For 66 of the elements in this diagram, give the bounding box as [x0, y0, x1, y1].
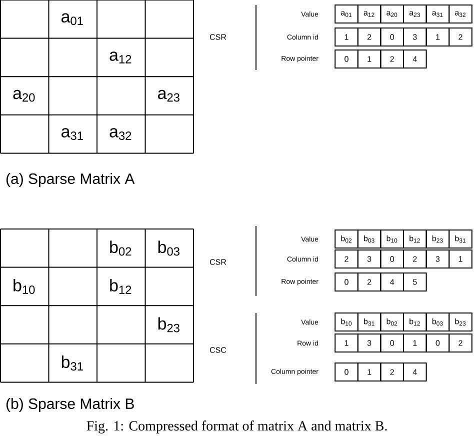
- table-cell: 0: [380, 28, 404, 46]
- table-cell: a$_{12}$: [357, 4, 382, 24]
- matrix-entry: b$_{03}$: [158, 240, 180, 256]
- matrix-entry: b$_{12}$: [110, 279, 132, 294]
- matrix-entry: a$_{32}$: [110, 128, 132, 140]
- format-label: CSR: [210, 259, 226, 265]
- table-cell: a$_{20}$: [380, 4, 404, 24]
- table-cell: 2: [357, 272, 382, 292]
- table-cell: 0: [380, 250, 404, 268]
- table-cell: 2: [380, 50, 404, 68]
- table-cell: 0: [426, 334, 450, 352]
- table-cell: b$_{23}$: [426, 230, 450, 248]
- table-cell: b$_{31}$: [448, 230, 472, 248]
- matrix-entry: a$_{23}$: [158, 90, 180, 102]
- table-cell: 1: [357, 50, 382, 68]
- table-cell: 0: [334, 50, 358, 68]
- table-cell: 1: [357, 362, 382, 382]
- table-cell: b$_{23}$: [448, 312, 472, 332]
- matrix-entry: b$_{31}$: [62, 356, 83, 371]
- matrix-entry: a$_{20}$: [13, 90, 35, 102]
- table-cell: 2: [448, 334, 472, 352]
- table-cell: 4: [403, 362, 427, 382]
- format-label: CSC: [210, 347, 226, 353]
- matrix-entry: a$_{12}$: [110, 52, 132, 64]
- format-label: CSR: [210, 34, 226, 40]
- table-cell: b$_{03}$: [357, 230, 382, 248]
- table-cell: b$_{03}$: [426, 312, 450, 332]
- table-cell: b$_{12}$: [403, 312, 427, 332]
- table-cell: 4: [380, 272, 404, 292]
- table-cell: 4: [403, 50, 427, 68]
- table-cell: 1: [426, 28, 450, 46]
- table-cell: 3: [403, 28, 427, 46]
- table-cell: a$_{31}$: [426, 4, 450, 24]
- table-cell: 0: [380, 334, 404, 352]
- table-cell: 3: [426, 250, 450, 268]
- matrix-entry: b$_{23}$: [158, 317, 180, 332]
- table-cell: 1: [334, 334, 358, 352]
- matrix-entry: b$_{10}$: [14, 278, 35, 294]
- table-cell: b$_{31}$: [357, 312, 382, 332]
- table-cell: b$_{10}$: [334, 312, 358, 332]
- table-cell: a$_{32}$: [448, 4, 472, 24]
- table-cell: 1: [448, 250, 472, 268]
- table-cell: b$_{02}$: [380, 312, 404, 332]
- table-cell: 3: [357, 334, 382, 352]
- table-cell: 2: [403, 250, 427, 268]
- table-cell: b$_{02}$: [334, 230, 358, 248]
- table-cell: 3: [357, 250, 382, 268]
- table-cell: 5: [403, 272, 427, 292]
- table-cell: a$_{23}$: [403, 4, 427, 24]
- matrix-entry: a$_{01}$: [62, 13, 83, 26]
- matrix-entry: b$_{02}$: [110, 240, 132, 256]
- table-cell: 0: [334, 272, 358, 292]
- subfigure-caption: (b) Sparse Matrix B: [6, 398, 134, 412]
- table-cell: 2: [380, 362, 404, 382]
- subfigure-caption: (a) Sparse Matrix A: [6, 173, 135, 187]
- table-cell: 0: [334, 362, 358, 382]
- table-cell: 2: [448, 28, 472, 46]
- figure-caption: Fig. 1: Compressed format of matrix A and matrix B.: [86, 420, 387, 434]
- table-cell: b$_{12}$: [403, 230, 427, 248]
- table-cell: 2: [357, 28, 382, 46]
- table-cell: 1: [334, 28, 358, 46]
- matrix-entry: a$_{31}$: [62, 128, 83, 140]
- table-cell: b$_{10}$: [380, 230, 404, 248]
- table-cell: 2: [334, 250, 358, 268]
- table-cell: 1: [403, 334, 427, 352]
- table-cell: a$_{01}$: [334, 4, 358, 24]
